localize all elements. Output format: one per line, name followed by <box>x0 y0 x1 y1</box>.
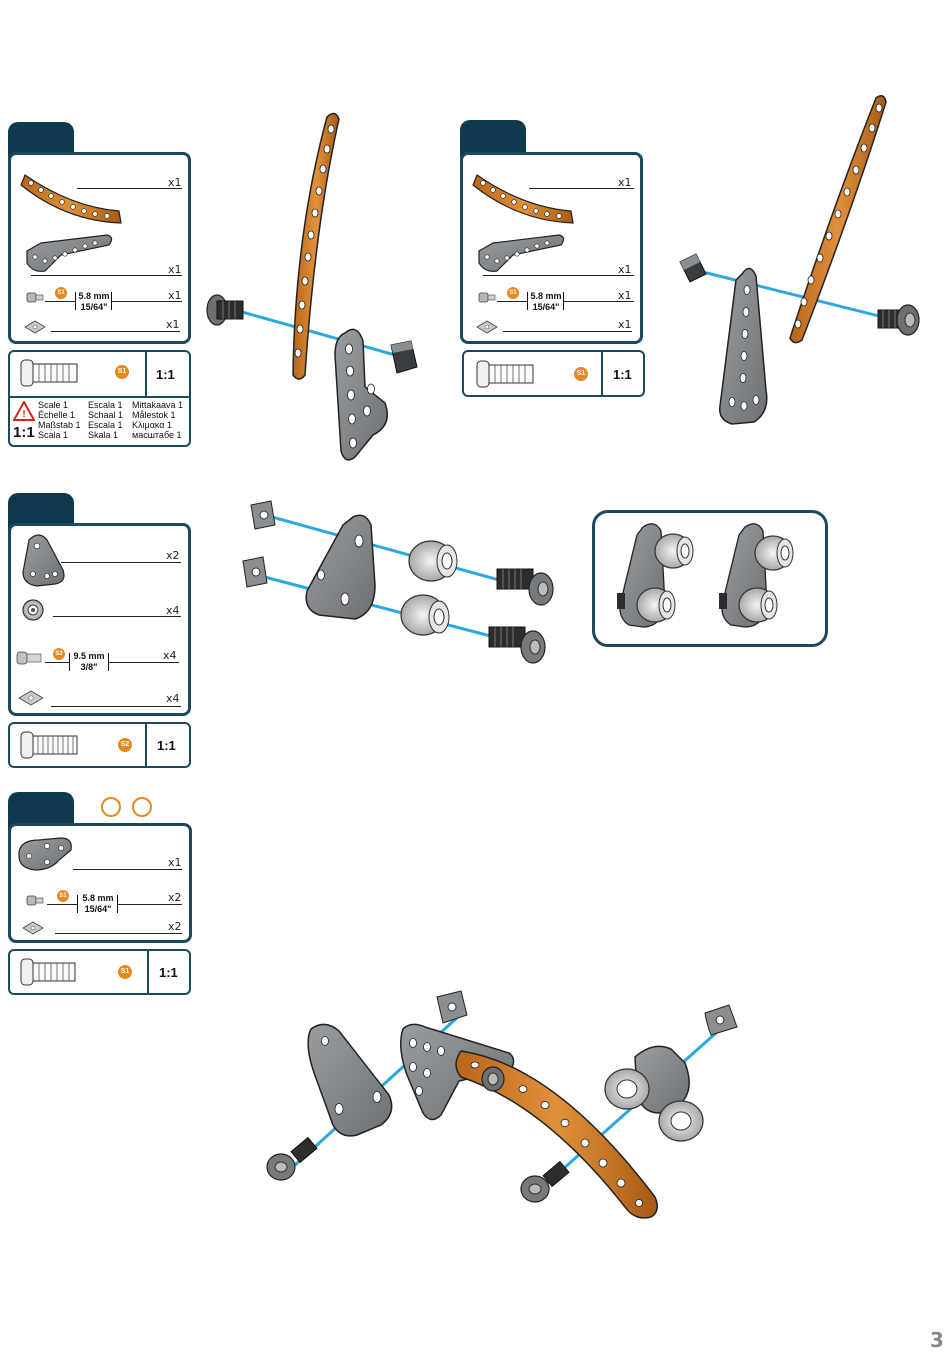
scale-badge: S2 <box>118 738 132 752</box>
part-qty: x1 <box>618 289 632 302</box>
screw-size-badge: S1 <box>55 287 67 299</box>
part-qty: x1 <box>168 263 182 276</box>
scale-note-icon: 1:1 <box>13 424 35 441</box>
step-2-assembly-illustration <box>670 90 940 430</box>
step-4-scale-box: S1 1:1 <box>8 949 191 995</box>
warning-icon: ! <box>13 401 35 421</box>
svg-text:!: ! <box>22 409 25 420</box>
screw-length-inch: 3/8" <box>70 662 108 672</box>
screw-length-mm: 5.8 mm <box>529 291 563 301</box>
screw-length-mm: 9.5 mm <box>70 651 108 661</box>
screw-length-inch: 15/64" <box>79 904 117 914</box>
screw-scale-icon <box>476 359 536 389</box>
scale-badge: S1 <box>574 367 588 381</box>
step-3-scale-box: S2 1:1 <box>8 722 191 768</box>
screw-size-badge: S2 <box>53 648 65 660</box>
screw-length-inch: 15/64" <box>529 302 563 312</box>
screw-length-mm: 5.8 mm <box>79 893 117 903</box>
scale-ratio: 1:1 <box>613 367 632 382</box>
scale-ratio: 1:1 <box>157 738 176 753</box>
scale-ratio: 1:1 <box>156 367 175 382</box>
step-2-scale-box: S1 1:1 <box>462 350 645 397</box>
step-4-parts-card: x1 S1 5.8 mm 15/64" x2 x2 <box>8 823 192 943</box>
part-qty: x2 <box>166 549 180 562</box>
screw-scale-icon <box>20 957 80 987</box>
step-3-parts-card: x2 x4 S2 9.5 mm 3/8" x4 x4 <box>8 523 191 716</box>
result-assembly-pair <box>595 513 825 644</box>
screw-length-inch: 15/64" <box>77 302 111 312</box>
page-number: 3 <box>930 1328 944 1352</box>
step-3-assembly-illustration <box>235 495 565 675</box>
scale-badge: S1 <box>115 365 129 379</box>
scale-ratio: 1:1 <box>159 965 178 980</box>
screw-scale-icon <box>20 358 80 388</box>
step-4-assembly-illustration <box>255 985 755 1225</box>
repeat-circle-icon <box>132 797 152 817</box>
step-2-parts-card: x1 x1 S1 5.8 mm 15/64" x1 x1 <box>460 152 643 344</box>
part-qty: x1 <box>168 856 182 869</box>
scale-badge: S1 <box>118 965 132 979</box>
step-1-parts-card: x1 x1 S1 5.8 mm 15/64" x1 x1 <box>8 152 191 344</box>
part-qty: x2 <box>168 891 182 904</box>
step-1-assembly-illustration <box>195 105 435 475</box>
part-qty: x1 <box>618 176 632 189</box>
screw-size-badge: S1 <box>57 890 69 902</box>
part-qty: x1 <box>618 263 632 276</box>
part-qty: x1 <box>618 318 632 331</box>
step-3-result-detail <box>592 510 828 647</box>
screw-scale-icon <box>20 730 80 760</box>
screw-length-mm: 5.8 mm <box>77 291 111 301</box>
part-qty: x4 <box>166 692 180 705</box>
part-qty: x1 <box>168 289 182 302</box>
part-qty: x1 <box>168 176 182 189</box>
screw-size-badge: S1 <box>507 287 519 299</box>
part-qty: x1 <box>166 318 180 331</box>
repeat-circle-icon <box>101 797 121 817</box>
part-qty: x4 <box>163 649 177 662</box>
part-qty: x4 <box>166 604 180 617</box>
part-qty: x2 <box>168 920 182 933</box>
